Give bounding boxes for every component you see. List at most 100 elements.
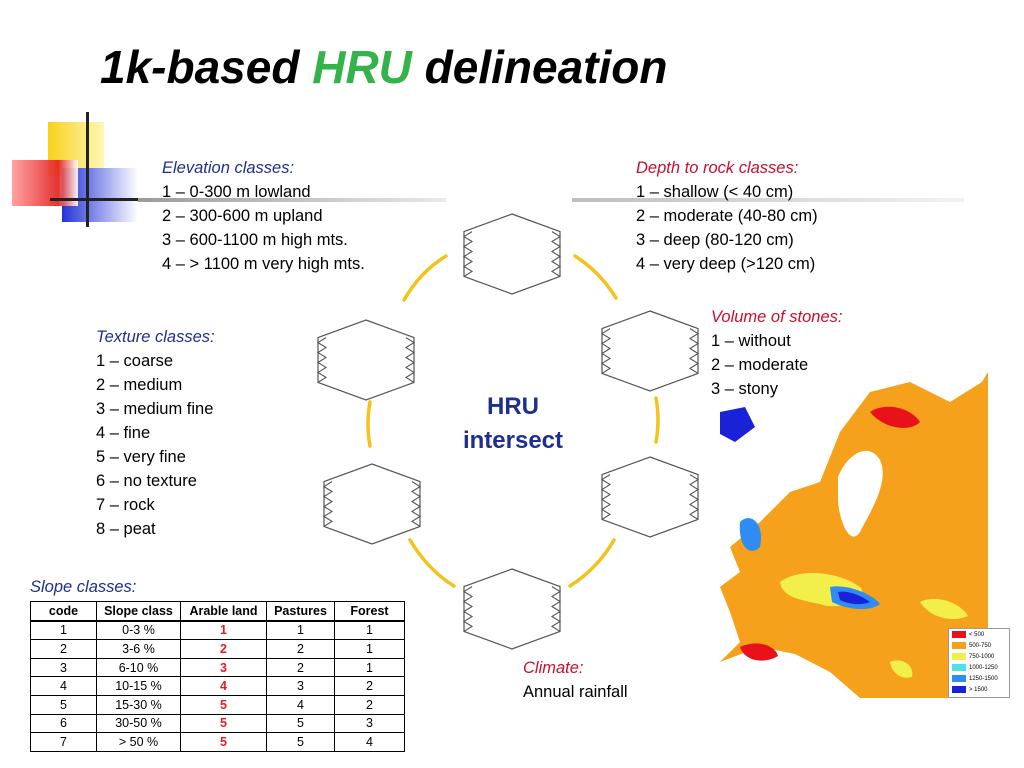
layer-outline [463,568,561,650]
legend-swatch [952,686,966,693]
legend-swatch [952,631,966,638]
col-slope-class: Slope class [96,600,181,622]
ring-arc [654,396,660,444]
legend-label: 500-750 [969,642,992,649]
climate-header: Climate: [523,659,584,677]
col-pastures: Pastures [266,600,335,622]
cell-arable: 5 [180,694,267,715]
cell-slope-class: > 50 % [96,732,181,752]
texture-item-7: 7 – rock [96,496,155,514]
stones-item-3: 3 – stony [711,380,778,398]
cell-forest: 2 [334,676,405,696]
layer-zigzag [462,586,474,632]
cell-slope-class: 3-6 % [96,639,181,659]
hru-line-1: HRU [487,393,539,420]
layer-outline [323,463,421,545]
title-accent: HRU [312,41,412,93]
table-row: 5 15-30 % 5 4 2 [30,694,405,715]
stones-header: Volume of stones: [711,308,843,326]
legend-label: < 500 [969,631,985,638]
layer-stacks [316,213,700,650]
legend-row: < 500 [949,629,1009,640]
layer-zigzag [600,474,612,520]
cell-slope-class: 15-30 % [96,694,181,715]
legend-swatch [952,664,966,671]
layer-stack [462,213,562,295]
header-rule-left [138,198,446,202]
ring-arc [408,538,456,588]
legend-row: 500-750 [949,640,1009,651]
cell-code: 6 [30,713,97,734]
decor-horizontal-line [50,198,138,201]
legend-row: > 1500 [949,684,1009,695]
table-row: 4 10-15 % 4 3 2 [30,676,405,696]
cell-pastures: 5 [266,732,335,752]
cell-pastures: 2 [266,657,335,678]
layer-zigzag [462,231,474,277]
texture-block: Texture classes: 1 – coarse 2 – medium 3… [96,325,215,541]
ring-arcs [366,254,660,588]
hru-line-2: intersect [462,427,564,454]
climate-item: Annual rainfall [523,683,628,701]
layer-outline [601,310,699,392]
col-forest: Forest [334,600,405,622]
slope-header: Slope classes: [30,578,137,596]
texture-header: Texture classes: [96,328,215,346]
elevation-item-1: 1 – 0-300 m lowland [162,183,311,201]
layer-outline [601,456,699,538]
legend-swatch [952,642,966,649]
legend-swatch [952,653,966,660]
legend-label: 1000-1250 [969,664,998,671]
depth-item-4: 4 – very deep (>120 cm) [636,255,816,273]
elevation-item-4: 4 – > 1100 m very high mts. [162,255,365,273]
layer-zigzag [550,586,562,632]
col-code: code [30,600,97,622]
stones-item-1: 1 – without [711,332,791,350]
col-arable-land: Arable land [180,600,267,622]
texture-item-4: 4 – fine [96,424,151,442]
elevation-header: Elevation classes: [162,159,295,177]
layer-stack [322,463,422,545]
slope-table-header: code Slope class Arable land Pastures Fo… [30,600,405,622]
layer-stack [600,310,700,392]
layer-outline [317,319,415,401]
cell-forest: 2 [334,694,405,715]
legend-swatch [952,675,966,682]
cell-arable: 2 [180,639,267,659]
cell-pastures: 3 [266,676,335,696]
climate-block: Climate: Annual rainfall [523,656,628,704]
title-suffix: delineation [411,41,668,93]
layer-zigzag [316,337,328,383]
cell-arable: 3 [180,657,267,678]
depth-header: Depth to rock classes: [636,159,799,177]
layer-stack [316,319,416,401]
cell-arable: 5 [180,732,267,752]
cell-forest: 1 [334,620,405,641]
depth-item-3: 3 – deep (80-120 cm) [636,231,794,249]
depth-item-1: 1 – shallow (< 40 cm) [636,183,794,201]
layer-zigzag [550,231,562,277]
legend-label: 1250-1500 [969,675,998,682]
texture-item-8: 8 – peat [96,520,156,538]
legend-row: 1250-1500 [949,673,1009,684]
texture-item-1: 1 – coarse [96,352,174,370]
cell-code: 7 [30,732,97,752]
cell-code: 4 [30,676,97,696]
table-row: 7 > 50 % 5 5 4 [30,732,405,752]
europe-rainfall-map [720,372,988,698]
depth-item-2: 2 – moderate (40-80 cm) [636,207,818,225]
slope-block: Slope classes: [30,575,136,599]
depth-block: Depth to rock classes: 1 – shallow (< 40… [636,156,818,276]
cell-code: 3 [30,657,97,678]
layer-zigzag [404,337,416,383]
slope-table: code Slope class Arable land Pastures Fo… [30,600,405,752]
cell-code: 5 [30,694,97,715]
table-row: 6 30-50 % 5 5 3 [30,713,405,734]
cell-code: 1 [30,620,97,641]
ring-arc [568,538,616,588]
cell-forest: 4 [334,732,405,752]
decor-vertical-line [86,112,89,227]
texture-item-6: 6 – no texture [96,472,197,490]
